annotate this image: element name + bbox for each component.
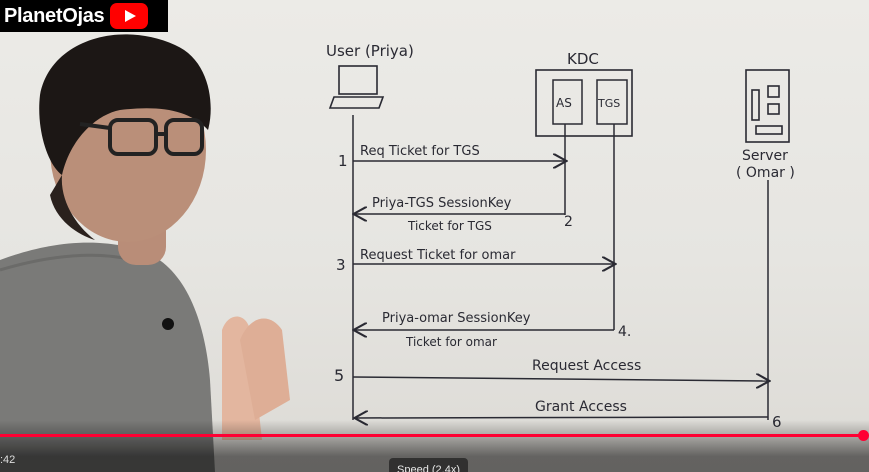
glasses-icon — [79, 118, 204, 156]
progress-bar[interactable] — [0, 434, 869, 437]
presenter — [0, 34, 290, 472]
step4-label-2: Ticket for omar — [405, 335, 497, 349]
progress-fill — [0, 434, 865, 437]
kdc-box — [535, 69, 633, 137]
as-box — [552, 79, 583, 125]
tgs-box — [596, 79, 628, 125]
step1-label: Req Ticket for TGS — [360, 144, 480, 159]
step2-number: 2 — [564, 214, 573, 230]
channel-brand-badge[interactable]: PlanetOjas — [0, 0, 168, 32]
step4-label-1: Priya-omar SessionKey — [382, 311, 531, 326]
server-icon — [745, 69, 790, 143]
tgs-label: TGS — [597, 97, 620, 110]
kdc-label: KDC — [567, 50, 599, 68]
step4-number: 4. — [618, 324, 631, 340]
youtube-play-icon — [110, 3, 149, 29]
laptop-icon — [328, 65, 385, 109]
server-label: Server — [742, 148, 788, 164]
step2-label-1: Priya-TGS SessionKey — [372, 196, 512, 211]
step3-label: Request Ticket for omar — [360, 248, 516, 263]
step6-arrow — [356, 417, 769, 418]
channel-name: PlanetOjas — [4, 4, 105, 27]
step5-number: 5 — [334, 366, 344, 385]
step5-label: Request Access — [532, 358, 641, 374]
as-label: AS — [556, 96, 572, 110]
step3-number: 3 — [336, 256, 346, 274]
current-time: :42 — [0, 454, 16, 466]
user-label: User (Priya) — [326, 42, 414, 60]
step1-number: 1 — [338, 152, 348, 170]
step6-label: Grant Access — [535, 399, 627, 415]
server-sub-label: ( Omar ) — [736, 165, 795, 181]
speed-tooltip: Speed (2.4x) — [389, 458, 468, 472]
lapel-microphone — [162, 318, 174, 330]
step2-label-2: Ticket for TGS — [407, 219, 492, 233]
progress-scrubber-handle[interactable] — [858, 430, 869, 441]
step5-arrow — [352, 377, 768, 381]
